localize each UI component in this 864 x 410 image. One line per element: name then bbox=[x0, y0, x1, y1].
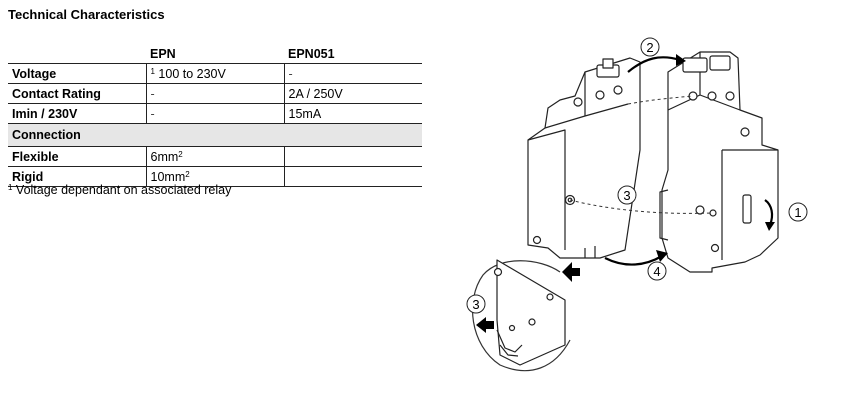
section-label-connection: Connection bbox=[8, 123, 422, 147]
header-cell-epn: EPN bbox=[146, 44, 284, 64]
step-label-2: 2 bbox=[646, 40, 653, 55]
cell-value: 10mm bbox=[150, 169, 186, 184]
arrow-icon bbox=[656, 250, 668, 262]
relay-module bbox=[659, 51, 779, 273]
table-header-row: EPN EPN051 bbox=[8, 44, 422, 64]
step-label-3: 3 bbox=[623, 188, 630, 203]
cell-flexible-epn051 bbox=[283, 146, 422, 167]
cell-contact-rating-epn051: 2A / 250V bbox=[283, 83, 422, 104]
detail-step-marker-3 bbox=[466, 294, 486, 314]
header-cell-empty bbox=[8, 44, 146, 64]
footnote-text: Voltage dependant on associated relay bbox=[12, 183, 232, 197]
cell-voltage-epn051: - bbox=[283, 63, 422, 84]
step-label-4: 4 bbox=[653, 264, 660, 279]
auxiliary-module bbox=[527, 57, 641, 259]
row-label-contact-rating: Contact Rating bbox=[8, 83, 146, 104]
arrow-icon bbox=[604, 255, 663, 266]
footnote-marker: 1 bbox=[150, 66, 155, 76]
header-cell-epn051: EPN051 bbox=[284, 44, 422, 64]
table-row: Voltage 1 100 to 230V - bbox=[8, 63, 422, 84]
detail-inset bbox=[471, 259, 571, 372]
cell-imin-epn051: 15mA bbox=[283, 103, 422, 124]
arrow-icon bbox=[476, 317, 494, 333]
footnote: 1 Voltage dependant on associated relay bbox=[8, 183, 231, 197]
step-marker-4 bbox=[647, 261, 667, 281]
characteristics-table: EPN EPN051 Voltage 1 100 to 230V - Conta… bbox=[8, 44, 422, 187]
row-label-flexible: Flexible bbox=[8, 146, 146, 167]
cell-value: 100 to 230V bbox=[154, 66, 226, 81]
unit-superscript: 2 bbox=[178, 149, 183, 159]
footnote-marker: 1 bbox=[8, 183, 13, 192]
step-marker-2 bbox=[640, 37, 660, 57]
table-row: Imin / 230V - 15mA bbox=[8, 103, 422, 124]
cell-rigid-epn051 bbox=[283, 166, 422, 187]
table-row: Contact Rating - 2A / 250V bbox=[8, 83, 422, 104]
cell-imin-epn: - bbox=[145, 103, 284, 124]
step-marker-3 bbox=[617, 185, 637, 205]
arrow-icon bbox=[562, 262, 580, 282]
alignment-line bbox=[627, 95, 694, 105]
section-title: Technical Characteristics bbox=[8, 7, 165, 22]
table-row: Flexible 6mm2 bbox=[8, 146, 422, 167]
section-row-connection: Connection bbox=[8, 123, 422, 147]
row-label-rigid: Rigid bbox=[8, 166, 146, 187]
step-label-1: 1 bbox=[794, 205, 801, 220]
arrow-icon bbox=[676, 54, 686, 66]
unit-superscript: 2 bbox=[185, 169, 190, 179]
cell-contact-rating-epn: - bbox=[145, 83, 284, 104]
row-label-voltage: Voltage bbox=[8, 63, 146, 84]
row-label-imin: Imin / 230V bbox=[8, 103, 146, 124]
arrow-icon bbox=[627, 56, 681, 73]
step-marker-1 bbox=[788, 202, 808, 222]
cell-value: 6mm bbox=[150, 149, 179, 164]
alignment-line bbox=[569, 199, 713, 214]
detail-step-label-3: 3 bbox=[472, 297, 479, 312]
table-row: Rigid 10mm2 bbox=[8, 166, 422, 187]
cell-voltage-epn: 1 100 to 230V bbox=[145, 63, 284, 84]
cell-rigid-epn: 10mm2 bbox=[145, 166, 284, 187]
cell-flexible-epn: 6mm2 bbox=[145, 146, 284, 167]
rotation-arrow-icon bbox=[765, 222, 775, 231]
